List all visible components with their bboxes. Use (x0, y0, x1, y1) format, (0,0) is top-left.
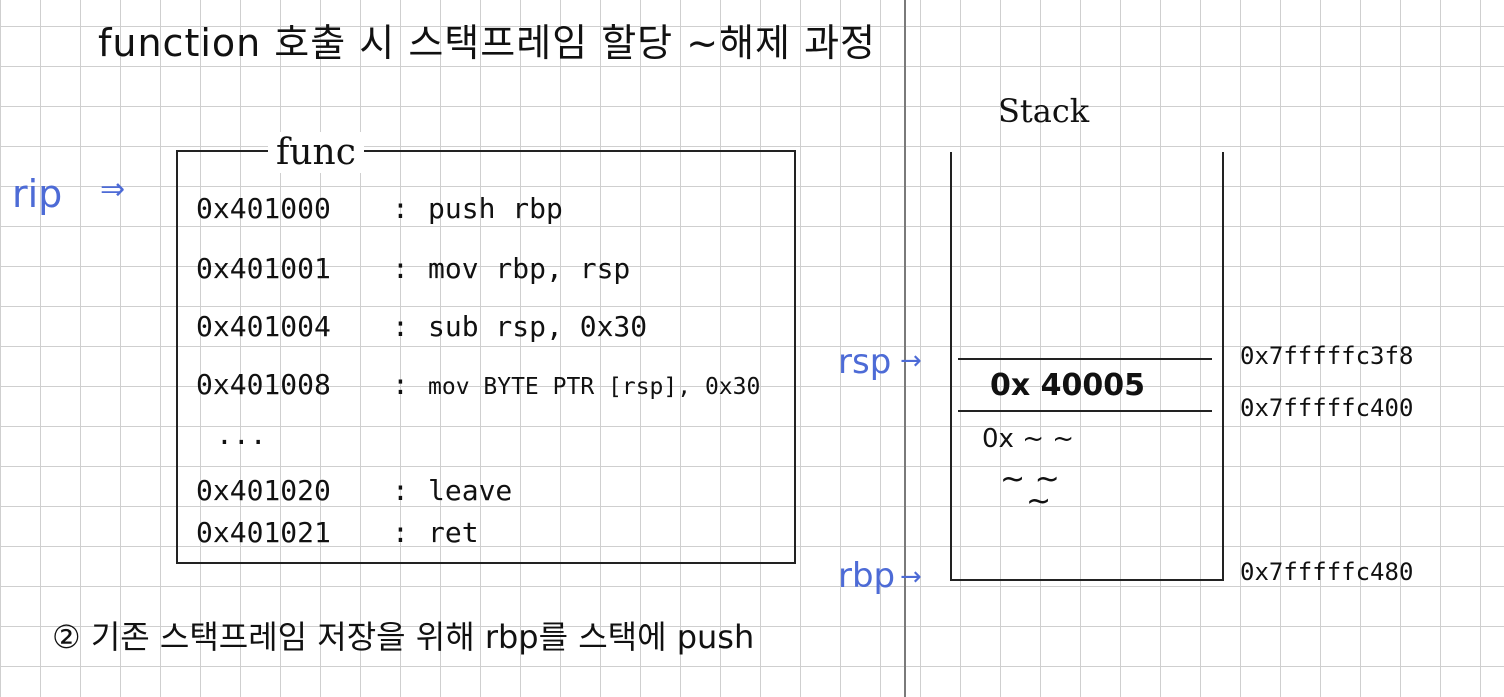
instruction-address: 0x401001 (196, 252, 331, 285)
instruction-row: 0x401004: sub rsp, 0x30 (196, 310, 647, 343)
page-title: function 호출 시 스택프레임 할당 ~해제 과정 (98, 21, 876, 65)
stack-cell-bottom-line (958, 410, 1212, 412)
instruction-op: mov rbp, rsp (428, 252, 631, 285)
func-box (176, 150, 796, 564)
page-divider (904, 0, 906, 697)
stack-left-wall (950, 152, 952, 580)
instruction-separator: : (392, 368, 409, 401)
address-label: 0x7fffffc480 (1240, 558, 1414, 586)
stack-right-wall (1222, 152, 1224, 580)
stack-bottom-line (950, 579, 1224, 581)
stack-squiggle: ~ (1026, 484, 1052, 519)
instruction-op: mov BYTE PTR [rsp], 0x30 (428, 374, 761, 400)
instruction-op: leave (428, 474, 513, 507)
rbp-label: rbp (838, 556, 896, 596)
instruction-separator: : (392, 192, 409, 225)
instruction-row: 0x401020: leave (196, 474, 512, 507)
footer-note: ② 기존 스택프레임 저장을 위해 rbp를 스택에 push (52, 618, 755, 656)
instruction-address: 0x401000 (196, 192, 331, 225)
address-label: 0x7fffffc400 (1240, 394, 1414, 422)
instruction-separator: : (392, 252, 409, 285)
stack-label: Stack (998, 92, 1090, 130)
instruction-address: 0x401020 (196, 474, 331, 507)
rbp-arrow-icon: → (900, 562, 922, 592)
rip-label: rip (12, 172, 63, 216)
instruction-separator: : (392, 474, 409, 507)
instruction-row: 0x401021: ret (196, 516, 479, 549)
rip-arrow-icon: ⇒ (100, 172, 126, 207)
instruction-address: 0x401008 (196, 368, 331, 401)
instruction-address: 0x401004 (196, 310, 331, 343)
stack-squiggle: ~ ~ (1000, 462, 1060, 497)
instruction-op: push rbp (428, 192, 563, 225)
instruction-separator: : (392, 310, 409, 343)
stack-top-value: 0x 40005 (990, 368, 1146, 403)
instruction-row: 0x401000: push rbp (196, 192, 563, 225)
stack-scribble: 0x ~ ~ (982, 424, 1075, 454)
stack-cell-top-line (958, 358, 1212, 360)
instruction-op: ret (428, 516, 479, 549)
instruction-address: 0x401021 (196, 516, 331, 549)
instruction-separator: : (392, 516, 409, 549)
instruction-row: 0x401001: mov rbp, rsp (196, 252, 630, 285)
instruction-row: 0x401008: mov BYTE PTR [rsp], 0x30 (196, 368, 760, 401)
instruction-row-ellipsis: ... (216, 418, 267, 451)
rsp-label: rsp (838, 342, 892, 382)
instruction-op: sub rsp, 0x30 (428, 310, 648, 343)
rsp-arrow-icon: → (900, 346, 922, 376)
address-label: 0x7fffffc3f8 (1240, 342, 1414, 370)
instruction-ellipsis: ... (216, 418, 267, 451)
func-label: func (268, 132, 364, 173)
